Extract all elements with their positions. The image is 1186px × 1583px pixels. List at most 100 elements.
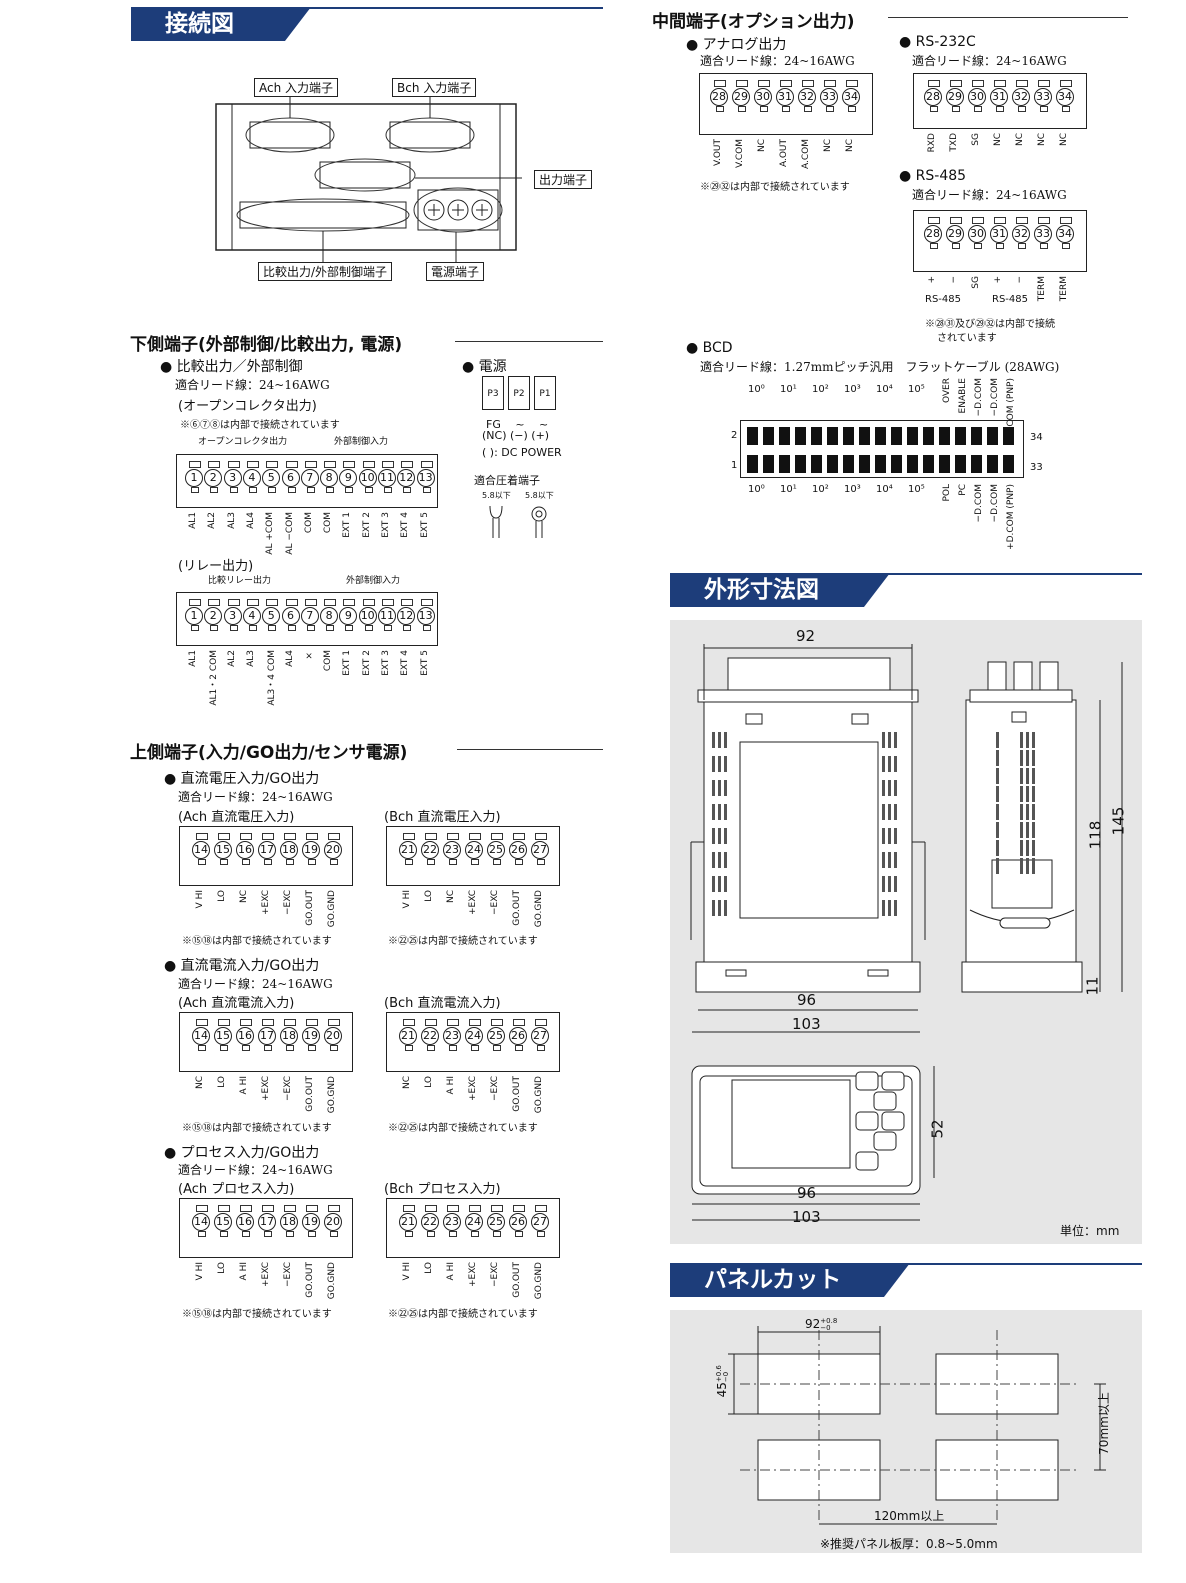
terminal-number: 29	[732, 88, 750, 106]
terminal-foot	[308, 1231, 316, 1237]
bcd-pin	[827, 455, 838, 473]
vent-slot	[718, 900, 721, 916]
terminal-number: 20	[324, 1213, 342, 1231]
bcd-group-label: 10¹	[780, 384, 797, 395]
vent-slot	[1026, 786, 1029, 802]
terminal-foot	[330, 1231, 338, 1237]
terminal-screw-top	[513, 1019, 525, 1026]
terminal-cell: 33	[1034, 217, 1054, 251]
bcd-pin	[1003, 455, 1014, 473]
terminal-screw-top	[447, 833, 459, 840]
terminal-foot	[191, 625, 199, 631]
vent-slot	[1026, 768, 1029, 784]
terminal-screw-top	[928, 80, 940, 87]
proc-title: ● プロセス入力/GO出力	[164, 1145, 320, 1161]
terminal-cell: 2	[204, 599, 224, 633]
bcd-group-label: 10⁵	[908, 484, 925, 495]
vent-slot	[724, 756, 727, 772]
terminal-label: AL1・2 COM	[209, 650, 220, 706]
terminal-screw-top	[304, 599, 317, 606]
section-banner-outline: 外形寸法図	[670, 573, 890, 607]
bcd-extra-label: OVER	[942, 378, 952, 404]
vent-slot	[1026, 840, 1029, 856]
bch-dcv: (Bch 直流電圧入力)	[384, 810, 501, 825]
terminal-cell: 20	[324, 1205, 344, 1239]
bcd-pin	[1003, 427, 1014, 445]
terminal-foot	[264, 859, 272, 865]
terminal-foot	[974, 106, 982, 112]
rs485-note-1: ※㉘㉛及び㉙㉜は内部で接続	[925, 319, 1055, 330]
terminal-cell: 9	[339, 599, 359, 633]
terminal-number: 12	[397, 607, 416, 625]
panel-height-tol-lo: −0	[721, 1371, 730, 1383]
terminal-cell: 2	[204, 461, 224, 495]
terminal-number: 13	[416, 469, 435, 487]
terminal-label: −	[949, 276, 959, 284]
terminal-number: 26	[509, 1027, 527, 1045]
terminal-number: 25	[487, 841, 505, 859]
bcd-pin	[939, 455, 950, 473]
terminal-number: 33	[1034, 225, 1052, 243]
terminal-label: GO.OUT	[305, 1076, 315, 1112]
terminal-screw-top	[324, 599, 337, 606]
terminal-number: 31	[990, 88, 1008, 106]
vent-slot	[718, 876, 721, 892]
terminal-foot	[493, 859, 501, 865]
bcd-pin	[795, 427, 806, 445]
dci-wire: 適合リード線：24~16AWG	[178, 977, 333, 991]
terminal-cell: 27	[531, 833, 551, 867]
terminal-label: NC	[757, 139, 767, 153]
terminal-cell: 1	[185, 461, 205, 495]
terminal-number: 3	[223, 469, 242, 487]
terminal-cell: 19	[302, 1205, 322, 1239]
bcd-pin	[859, 427, 870, 445]
terminal-cell: 4	[242, 599, 263, 633]
terminal-foot	[471, 1045, 479, 1051]
terminal-foot	[449, 1045, 457, 1051]
terminal-label: GO.GND	[534, 1262, 544, 1300]
terminal-label: GO.OUT	[512, 1262, 522, 1298]
terminal-screw-top	[714, 80, 726, 87]
dim-11: 11	[1083, 976, 1102, 996]
ach-dcv-note: ※⑮⑱は内部で接続されています	[182, 936, 332, 947]
terminal-cell: 9	[339, 461, 359, 495]
terminal-number: 24	[465, 1027, 483, 1045]
terminal-label: A.COM	[801, 139, 811, 169]
terminal-cell: 28	[924, 217, 944, 251]
terminal-foot	[782, 106, 790, 112]
rs485-group-a: RS-485	[925, 294, 961, 305]
section-banner-panel-cut: パネルカット	[670, 1263, 910, 1297]
terminal-screw-top	[196, 833, 208, 840]
rs232-wire: 適合リード線：24~16AWG	[912, 54, 1067, 68]
vent-slot	[712, 852, 715, 868]
terminal-screw-top	[284, 1205, 296, 1212]
terminal-screw-top	[802, 80, 814, 87]
ach-dci: (Ach 直流電流入力)	[178, 996, 295, 1011]
terminal-foot	[996, 106, 1004, 112]
terminal-number: 31	[990, 225, 1008, 243]
power-line-3: ( ): DC POWER	[482, 446, 562, 459]
ach-proc: (Ach プロセス入力)	[178, 1182, 295, 1197]
panel-gap-vertical: 70mm以上	[1096, 1392, 1111, 1455]
terminal-screw-top	[491, 1205, 503, 1212]
bcd-pin	[747, 455, 758, 473]
vent-slot	[712, 876, 715, 892]
vent-slot	[1020, 750, 1023, 766]
terminal-cell: 19	[302, 833, 322, 867]
terminal-label: V HI	[195, 890, 205, 909]
bcd-pin	[907, 427, 918, 445]
terminal-screw-top	[196, 1019, 208, 1026]
terminal-screw-top	[285, 461, 298, 468]
terminal-foot	[210, 625, 219, 631]
panel-width-tol-up: +0.8	[820, 1316, 838, 1325]
oc-group-1: オープンコレクタ出力	[198, 437, 288, 447]
terminal-number: 32	[1012, 88, 1030, 106]
bcd-pin	[843, 455, 854, 473]
terminal-number: 7	[300, 469, 319, 487]
vent-slot	[882, 804, 885, 820]
dim-96: 96	[797, 991, 817, 1009]
terminal-foot	[403, 487, 412, 493]
terminal-label: EXT 1	[342, 650, 353, 676]
bcd-extra-label: −D.COM	[974, 484, 984, 523]
terminal-label: ×	[303, 650, 314, 660]
